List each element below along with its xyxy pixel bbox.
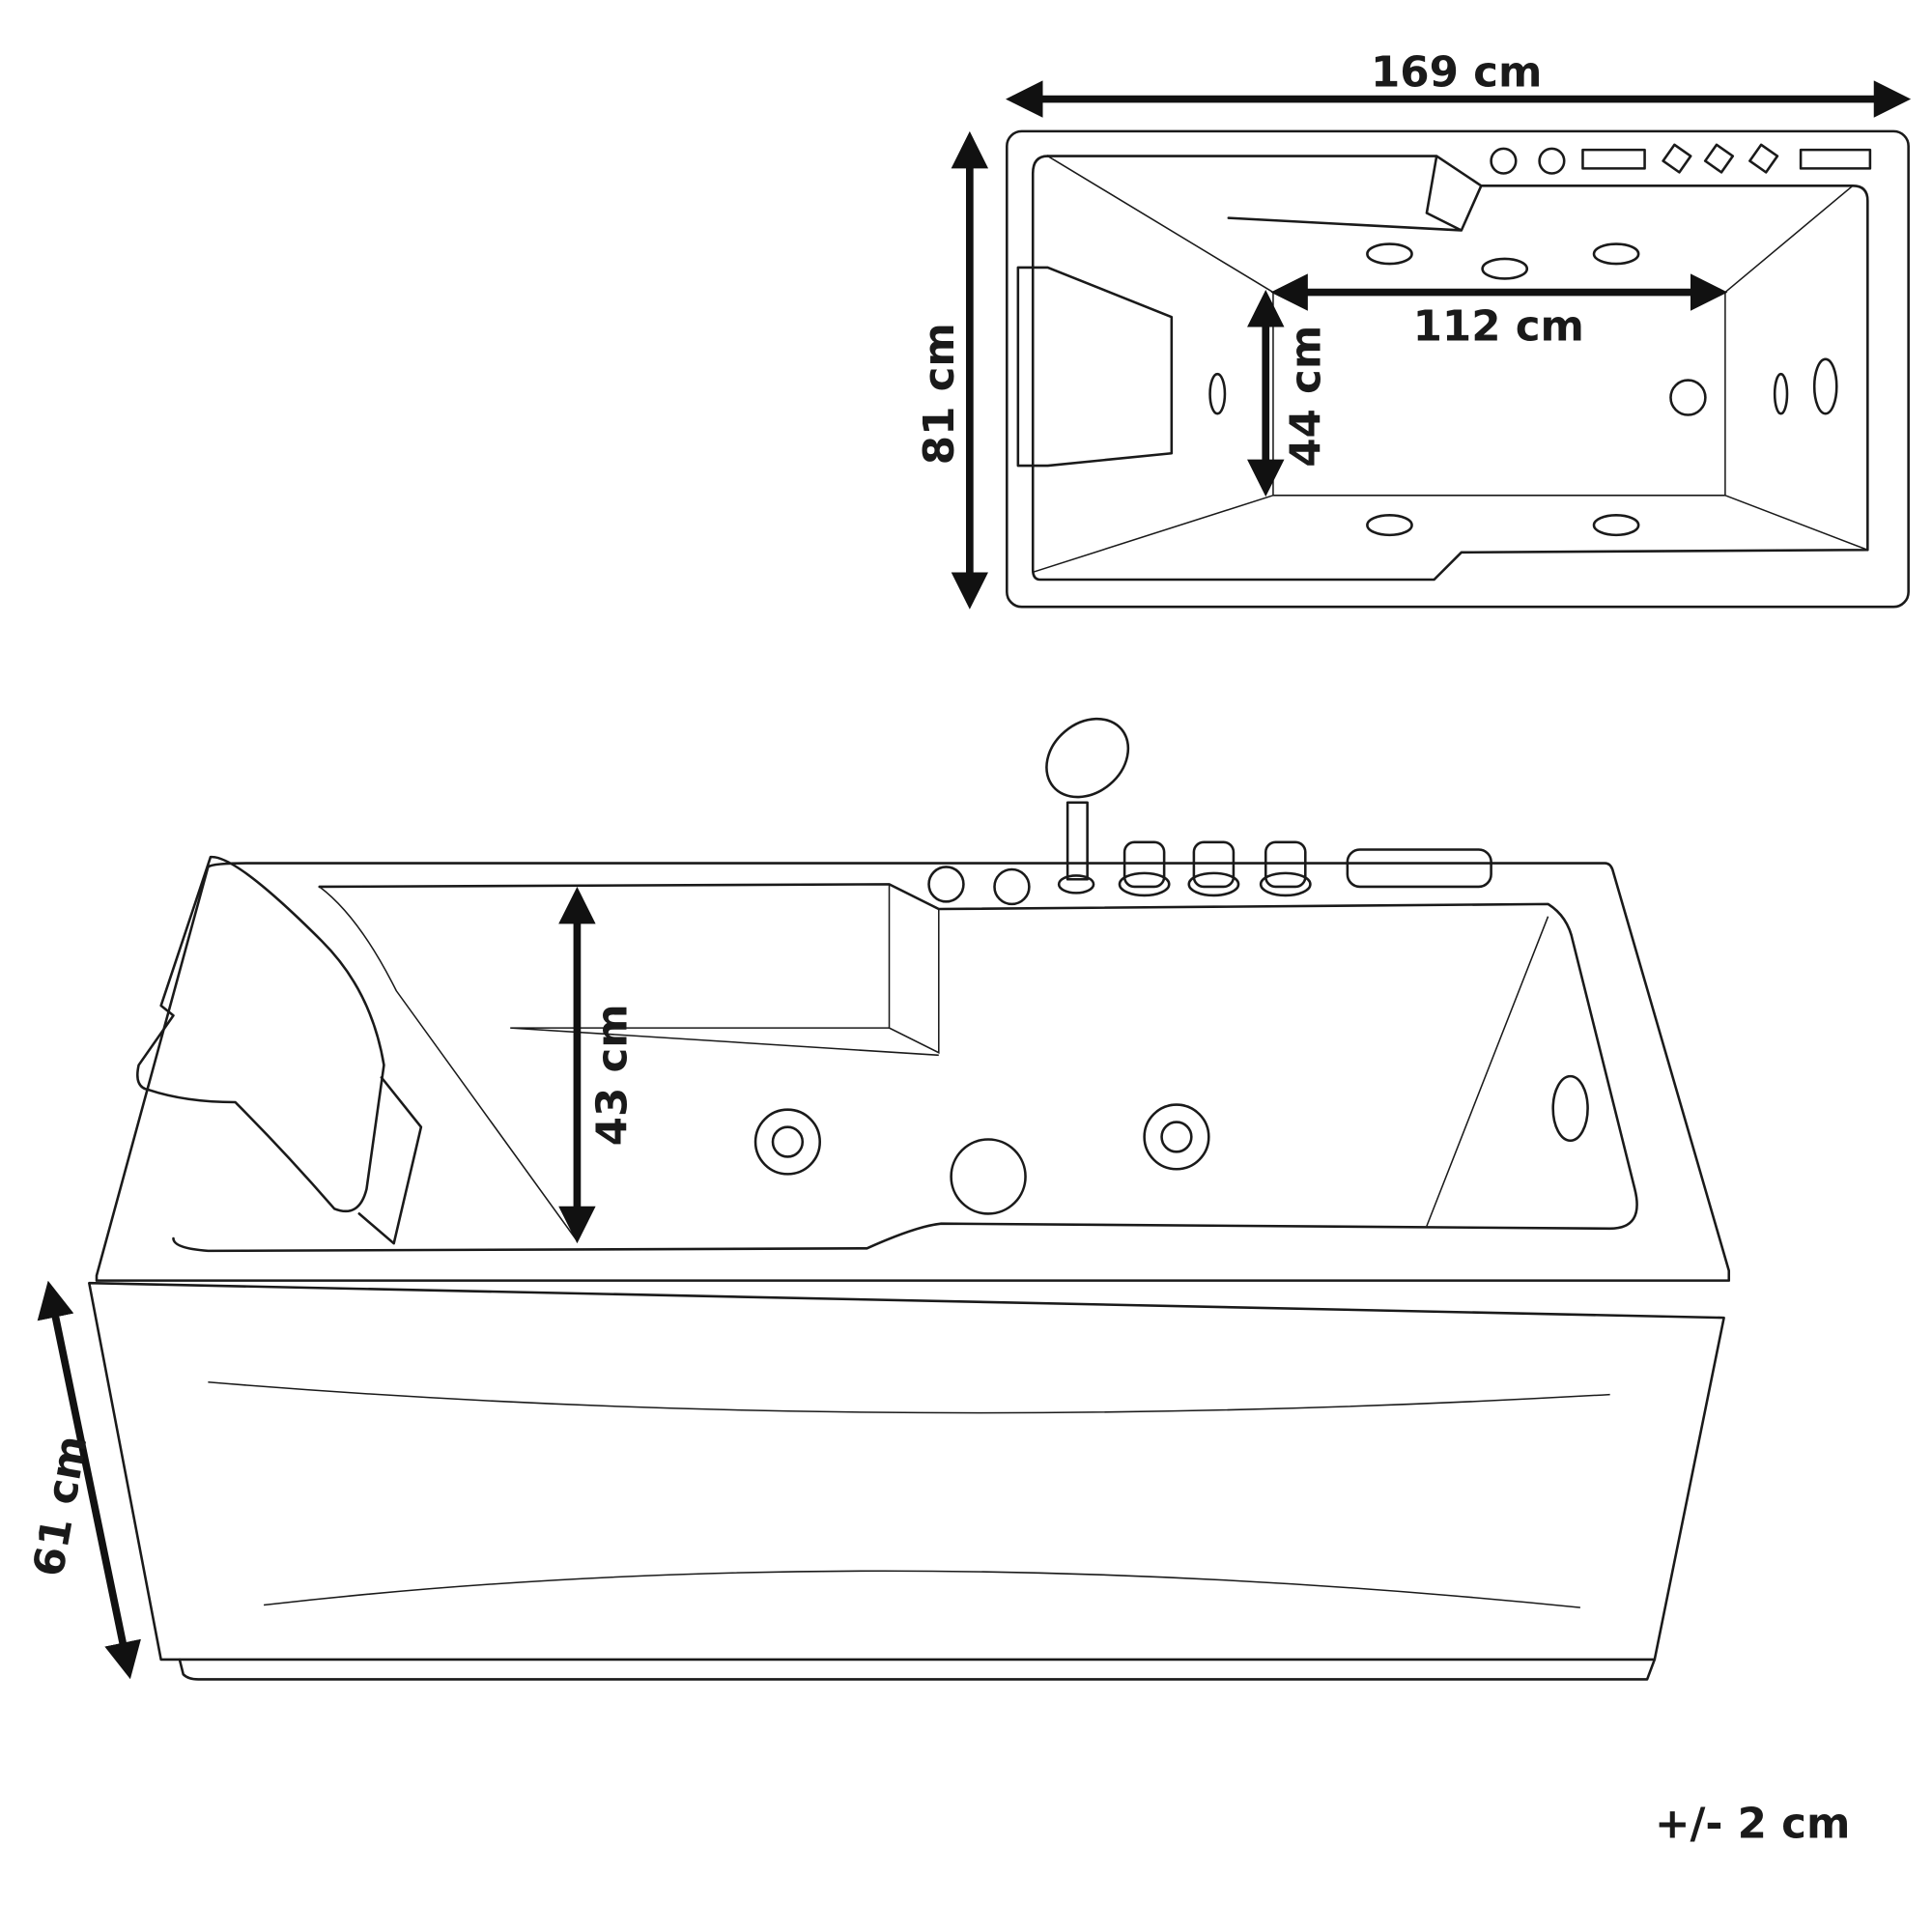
front-view: 43 cm 61 cm [25,717,1731,1681]
width-label: 169 cm [1371,49,1542,98]
height-label: 61 cm [25,1432,98,1580]
apron-contours [208,1381,1610,1608]
basin-top [1031,155,1869,582]
tub-base [178,1658,1657,1681]
tolerance-label: +/- 2 cm [1655,1801,1850,1849]
tub-rim [95,862,1731,1282]
jets-top [1208,242,1838,537]
tub-apron [88,1281,1725,1662]
depth-label: 81 cm [916,323,964,465]
basin-inner-lines [319,884,1549,1242]
headrest-top-icon [1016,266,1174,468]
jets-front [753,1074,1589,1215]
top-shelf [1046,155,1483,232]
basin-floor [1032,155,1868,574]
shower-head-icon [1045,717,1130,799]
height-arrow [37,1280,141,1680]
top-view: 169 cm 81 cm 112 cm 44 cm [916,49,1912,610]
headrest-bracket [357,1076,423,1245]
headrest-icon [136,855,385,1213]
inner-depth-label: 43 cm [589,1004,638,1146]
basin-front [172,883,1638,1253]
inner-length-label: 112 cm [1413,303,1584,352]
tub-outline-top [1006,129,1910,609]
inner-width-label: 44 cm [1283,326,1331,468]
controls-top [1490,143,1872,175]
faucets [927,717,1492,906]
